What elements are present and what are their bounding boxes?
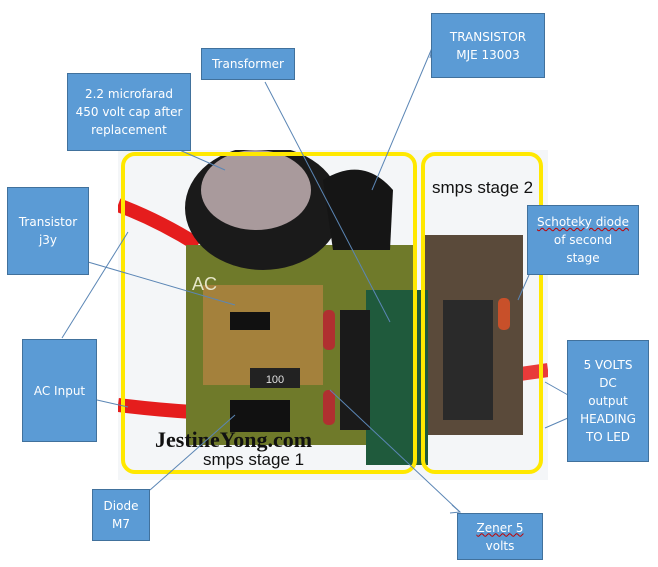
callout-capacitor-line3: replacement	[91, 123, 167, 137]
callout-zener: Zener 5 volts	[457, 513, 543, 560]
callout-transistor-mje-line2: MJE 13003	[456, 47, 520, 62]
leader-diode-m7	[149, 414, 236, 491]
leader-capacitor	[174, 147, 226, 171]
callout-schottky: Schoteky diode of second stage	[527, 205, 639, 275]
watermark: JestineYong.com	[155, 427, 313, 452]
callout-capacitor-line2: 450 volt cap after	[75, 105, 183, 119]
leader-ac-input-top	[61, 231, 129, 339]
callout-transistor-j3y: Transistor j3y	[7, 187, 89, 275]
leader-transformer	[264, 81, 391, 323]
stage1-border	[121, 152, 417, 474]
transistor-j3y	[230, 312, 270, 330]
callout-diode-m7-line1: Diode	[103, 499, 139, 513]
callout-dc-output-line2: DC	[599, 376, 617, 390]
callout-transistor-mje: TRANSISTOR MJE 13003	[431, 13, 545, 78]
callout-dc-output-line1: 5 VOLTS	[583, 358, 633, 372]
callout-schottky-line3: stage	[566, 251, 600, 265]
leader-transistor-mje	[371, 47, 433, 191]
stage1-label: smps stage 1	[203, 450, 305, 469]
leader-dc-output-top	[544, 381, 569, 396]
transformer-body	[366, 290, 428, 465]
callout-ac-input: AC Input	[22, 339, 97, 442]
stage2-border	[421, 152, 543, 474]
callout-dc-output-line3: output	[588, 394, 628, 408]
callout-capacitor: 2.2 microfarad 450 volt cap after replac…	[67, 73, 191, 151]
transformer-core	[340, 310, 370, 430]
diode-m7	[230, 400, 290, 432]
leader-transistor-j3y	[87, 261, 236, 306]
callout-schottky-line1: Schoteky diode	[537, 215, 629, 229]
pcb-photo: 100 AC	[118, 150, 548, 480]
callout-zener-line1: Zener 5	[476, 520, 524, 535]
resistor-100	[250, 368, 300, 388]
callout-transistor-mje-line1: TRANSISTOR	[449, 29, 527, 44]
callout-transformer: Transformer	[201, 48, 295, 80]
leader-ac-input-bottom	[96, 399, 129, 408]
resistor-code: 100	[266, 374, 284, 386]
zener-diode	[323, 390, 335, 425]
leader-schottky	[517, 274, 530, 301]
callout-diode-m7: Diode M7	[92, 489, 150, 541]
callout-dc-output-line5: TO LED	[585, 430, 631, 444]
stage2-inductor	[443, 300, 493, 420]
stage2-label: smps stage 2	[432, 178, 534, 197]
callout-schottky-line2: of second	[553, 233, 613, 247]
diode-red-upper	[323, 310, 335, 350]
schottky-diode	[498, 298, 510, 330]
callout-dc-output-line4: HEADING	[580, 412, 636, 426]
silkscreen-ac: AC	[192, 274, 217, 294]
zener-arrowhead	[449, 504, 462, 514]
callout-diode-m7-line2: M7	[111, 517, 130, 531]
capacitor-top	[201, 150, 311, 230]
red-wire-top	[118, 198, 202, 251]
callout-ac-input-label: AC Input	[33, 383, 86, 398]
callout-capacitor-line1: 2.2 microfarad	[84, 87, 173, 101]
callout-transistor-j3y-line2: j3y	[38, 233, 58, 247]
leader-dc-output-bottom	[544, 417, 569, 429]
callout-zener-line2: volts	[485, 538, 515, 553]
callout-transistor-j3y-line1: Transistor	[18, 215, 78, 229]
transistor-mje-body	[323, 169, 393, 250]
leader-zener	[329, 389, 461, 513]
callout-dc-output: 5 VOLTS DC output HEADING TO LED	[567, 340, 649, 462]
callout-transformer-label: Transformer	[211, 57, 284, 71]
